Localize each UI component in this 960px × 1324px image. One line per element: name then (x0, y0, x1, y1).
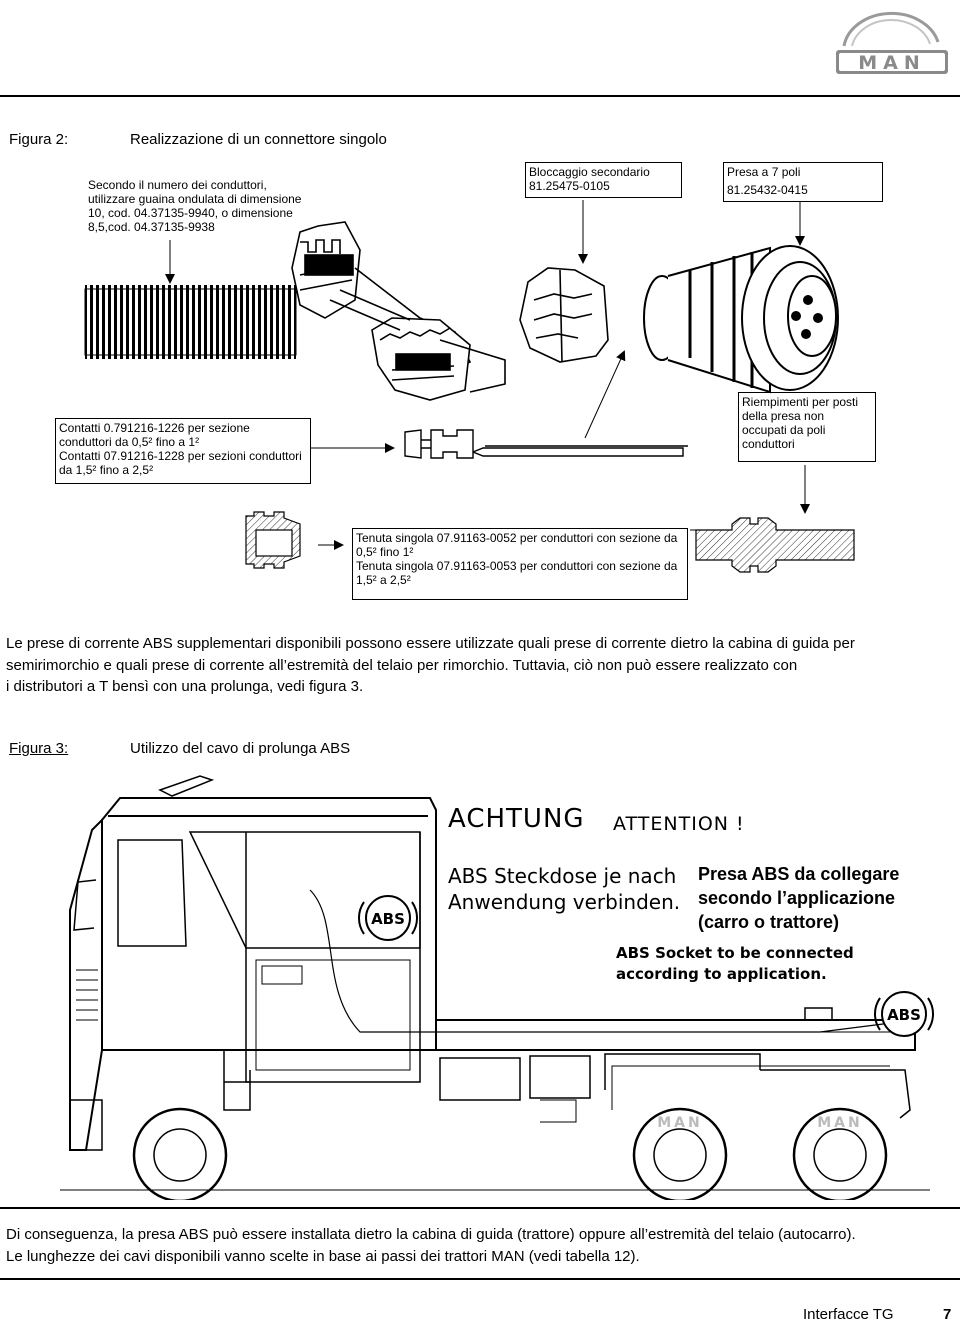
socket-box: Presa a 7 poli 81.25432-0415 (723, 162, 883, 202)
sticker-english-line: according to application. (616, 965, 827, 983)
para-line: Di conseguenza, la presa ABS può essere … (6, 1226, 856, 1243)
box-line: 81.25475-0105 (529, 179, 610, 193)
callout-line: Presa ABS da collegare (698, 864, 900, 884)
box-line: Contatti 0.791216-1226 per sezione (59, 421, 250, 435)
para-line: i distributori a T bensì con una prolung… (6, 678, 364, 695)
logo-text: MAN (858, 52, 926, 74)
box-line: Riempimenti per posti (742, 395, 859, 409)
figure3-label: Figura 3: (9, 740, 69, 757)
sticker-german-line: ABS Steckdose je nach (448, 864, 677, 888)
contact-pin (404, 429, 688, 459)
box-line: Bloccaggio secondario (529, 165, 650, 179)
conduit-note: Secondo il numero dei conduttori, utiliz… (88, 178, 328, 234)
note-line: 10, cod. 04.37135-9940, o dimensione (88, 206, 293, 220)
box-line: Tenuta singola 07.91163-0053 per condutt… (356, 559, 678, 573)
note-line: utilizzare guaina ondulata di dimensione (88, 192, 302, 206)
box-line: conduttori da 0,5² fino a 1² (59, 435, 200, 449)
box-line: conduttori (742, 437, 795, 451)
fillers-box: Riempimenti per posti della presa non oc… (738, 392, 876, 462)
middle-rule (0, 1207, 960, 1209)
box-line: occupati da poli (742, 423, 826, 437)
paragraph-abs-sockets: Le prese di corrente ABS supplementari d… (6, 633, 956, 698)
footer-section: Interfacce TG (803, 1306, 894, 1323)
seals-box: Tenuta singola 07.91163-0052 per condutt… (352, 528, 688, 600)
box-line: 81.25432-0415 (727, 183, 808, 197)
para-line: semirimorchio e quali prese di corrente … (6, 656, 798, 674)
sticker-english-line: ABS Socket to be connected (616, 944, 854, 962)
note-line: Secondo il numero dei conduttori, (88, 178, 267, 192)
box-line: 1,5² a 2,5² (356, 573, 411, 587)
achtung-heading: ACHTUNG (448, 804, 585, 834)
top-rule (0, 95, 960, 97)
abs-text-rear: ABS (887, 1006, 921, 1024)
callout-line: (carro o trattore) (698, 912, 840, 932)
abs-symbol-cab: ABS (357, 895, 419, 941)
filler-plug (695, 517, 855, 573)
single-seal (245, 511, 301, 569)
mudguard-logo: MAN (657, 1115, 702, 1131)
box-line: Presa a 7 poli (727, 165, 801, 179)
box-line: Tenuta singola 07.91163-0052 per condutt… (356, 531, 678, 545)
para-line: Le prese di corrente ABS supplementari d… (6, 635, 855, 652)
abs-symbol-rear: ABS (873, 991, 935, 1037)
box-line: della presa non (742, 409, 825, 423)
contacts-box: Contatti 0.791216-1226 per sezione condu… (55, 418, 311, 484)
box-line: da 1,5² fino a 2,5² (59, 463, 154, 477)
figure2-title: Realizzazione di un connettore singolo (130, 131, 387, 148)
box-line: 0,5² fino 1² (356, 545, 414, 559)
attention-heading: ATTENTION ! (613, 813, 745, 835)
figure3-title: Utilizzo del cavo di prolunga ABS (130, 740, 351, 757)
corrugated-conduit (84, 285, 297, 359)
sticker-german-line: Anwendung verbinden. (448, 890, 681, 914)
cable-clamp (291, 221, 506, 401)
connector-parts-drawing (84, 200, 855, 573)
abs-socket-callout: Presa ABS da collegare secondo l’applica… (698, 862, 899, 934)
paragraph-installation: Di conseguenza, la presa ABS può essere … (6, 1224, 956, 1267)
truck-drawing: ABS ABS MAN MAN (60, 775, 935, 1200)
callout-line: secondo l’applicazione (698, 888, 896, 908)
seven-pin-socket (643, 245, 839, 394)
page-number: 7 (943, 1306, 952, 1323)
note-line: 8,5,cod. 04.37135-9938 (88, 220, 215, 234)
footer-rule (0, 1278, 960, 1280)
man-logo: MAN (828, 6, 954, 78)
secondary-lock-box: Bloccaggio secondario 81.25475-0105 (525, 162, 682, 198)
mudguard-logo: MAN (817, 1115, 862, 1131)
abs-text-cab: ABS (371, 910, 405, 928)
secondary-lock (519, 267, 609, 363)
figure2-label: Figura 2: (9, 131, 69, 148)
para-line: Le lunghezze dei cavi disponibili vanno … (6, 1247, 640, 1265)
box-line: Contatti 07.91216-1228 per sezioni condu… (59, 449, 302, 463)
